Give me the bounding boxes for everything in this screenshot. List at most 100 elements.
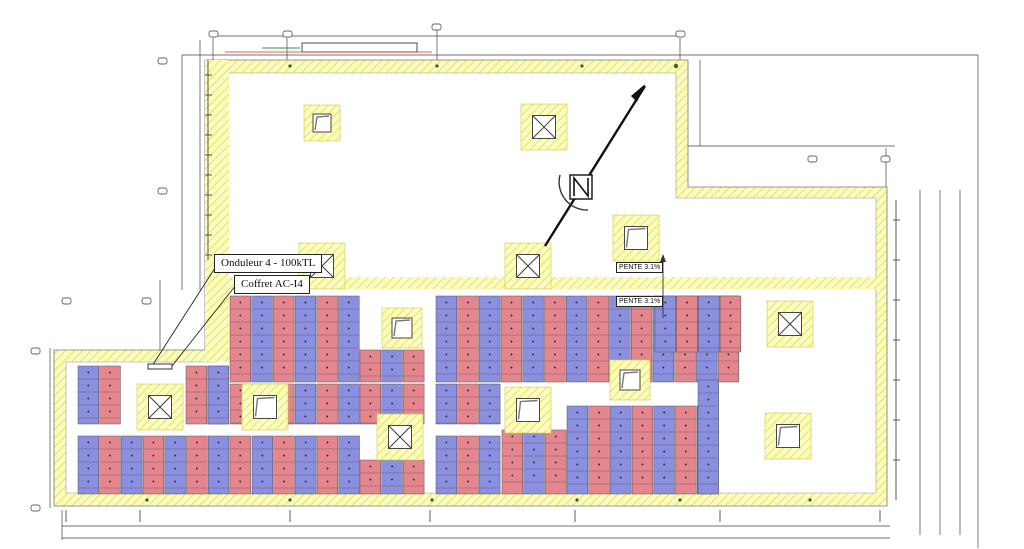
pv-panel-fixing [217,384,220,387]
pv-panel-fixing [445,314,448,317]
pv-panel-fixing [511,461,514,464]
skylight-icon [303,104,341,142]
pv-panel-fixing [304,454,307,457]
pv-panel-fixing [109,467,112,470]
pv-panel-fixing [510,353,513,356]
pv-panel-fixing [152,441,155,444]
pv-panel-fixing [391,478,394,481]
pv-panel-column [185,365,207,425]
inverter-label: Onduleur 4 - 100kTL [214,254,323,273]
pv-panel-fixing [239,301,242,304]
pv-panel-fixing [576,411,579,414]
pv-panel-fixing [217,410,220,413]
pv-panel-fixing [282,340,285,343]
pv-panel-fixing [467,366,470,369]
pv-panel-column [316,435,339,495]
pv-panel-fixing [304,301,307,304]
pv-panel-fixing [640,353,643,356]
pv-panel-fixing [348,454,351,457]
pv-panel-fixing [597,301,600,304]
pv-panel-fixing [174,467,177,470]
pv-panel-fixing [217,480,220,483]
pv-panel-fixing [369,402,372,405]
top-ruler [225,42,432,53]
pv-panel-column [675,405,697,495]
pv-panel-column [99,365,121,425]
pv-panel-fixing [195,467,198,470]
pv-panel-fixing [412,478,415,481]
pv-panel-fixing [511,435,514,438]
pv-panel-fixing [619,476,622,479]
pv-panel-column [359,349,381,383]
pv-panel-fixing [663,476,666,479]
pv-panel-fixing [304,402,307,405]
edge-dots [145,63,812,502]
pv-panel-column [77,435,99,495]
pv-panel-fixing [239,467,242,470]
pv-panel-fixing [597,366,600,369]
roof-vent-icon [520,103,568,151]
pv-panel-fixing [174,480,177,483]
pv-panel-fixing [707,385,710,388]
pv-panel-fixing [664,327,667,330]
pv-panel-fixing [684,424,687,427]
pv-panel-fixing [640,327,643,330]
pv-panel-fixing [391,465,394,468]
roof-vent-icon [136,383,184,431]
pv-panel-fixing [640,340,643,343]
pv-panel-fixing [326,454,329,457]
pv-panel-fixing [533,435,536,438]
pv-panel-fixing [239,402,242,405]
pv-panel-fixing [152,467,155,470]
pv-panel-fixing [598,411,601,414]
pv-panel-fixing [533,474,536,477]
pv-panel-fixing [195,397,198,400]
pv-panel-fixing [467,480,470,483]
pv-panel-column [676,295,698,353]
pv-panel-fixing [261,454,264,457]
skylight-icon [764,412,812,460]
pv-panel-fixing [597,327,600,330]
roof-vents [136,103,814,461]
pv-panel-fixing [664,301,667,304]
pv-panel-fixing [304,480,307,483]
pv-panel-fixing [347,415,350,418]
pv-panel-column [544,295,566,383]
pv-panel-column [403,349,425,383]
pv-panel-fixing [261,366,264,369]
pv-panel-fixing [326,467,329,470]
pv-panel-fixing [686,340,689,343]
pv-panel-fixing [239,441,242,444]
pv-panel-fixing [87,371,90,374]
pv-panel-fixing [554,448,557,451]
pv-panel-fixing [347,353,350,356]
pv-panel-fixing [619,463,622,466]
pv-panel-fixing [663,424,666,427]
pv-panel-column [631,405,654,495]
pv-panel-fixing [488,389,491,392]
pv-panel-fixing [488,441,491,444]
pv-panel-fixing [261,340,264,343]
pv-panel-fixing [684,450,687,453]
pv-panel-fixing [304,327,307,330]
pv-panel-fixing [618,353,621,356]
pv-panel-fixing [261,353,264,356]
pv-panel-fixing [304,314,307,317]
pv-panel-fixing [445,327,448,330]
pv-panel-fixing [576,476,579,479]
pv-panel-fixing [488,340,491,343]
pv-panel-fixing [412,368,415,371]
pv-panel-fixing [239,454,242,457]
pv-panel-fixing [87,384,90,387]
pv-panel-fixing [488,314,491,317]
pv-panel-fixing [467,389,470,392]
pv-panel-fixing [304,389,307,392]
pv-panel-fixing [87,480,90,483]
pv-panel-fixing [109,371,112,374]
pv-panel-fixing [87,454,90,457]
pv-panel-fixing [510,340,513,343]
pv-panel-fixing [283,441,286,444]
pv-panel-fixing [239,480,242,483]
pv-panel-fixing [130,454,133,457]
leader-lines [147,267,237,370]
